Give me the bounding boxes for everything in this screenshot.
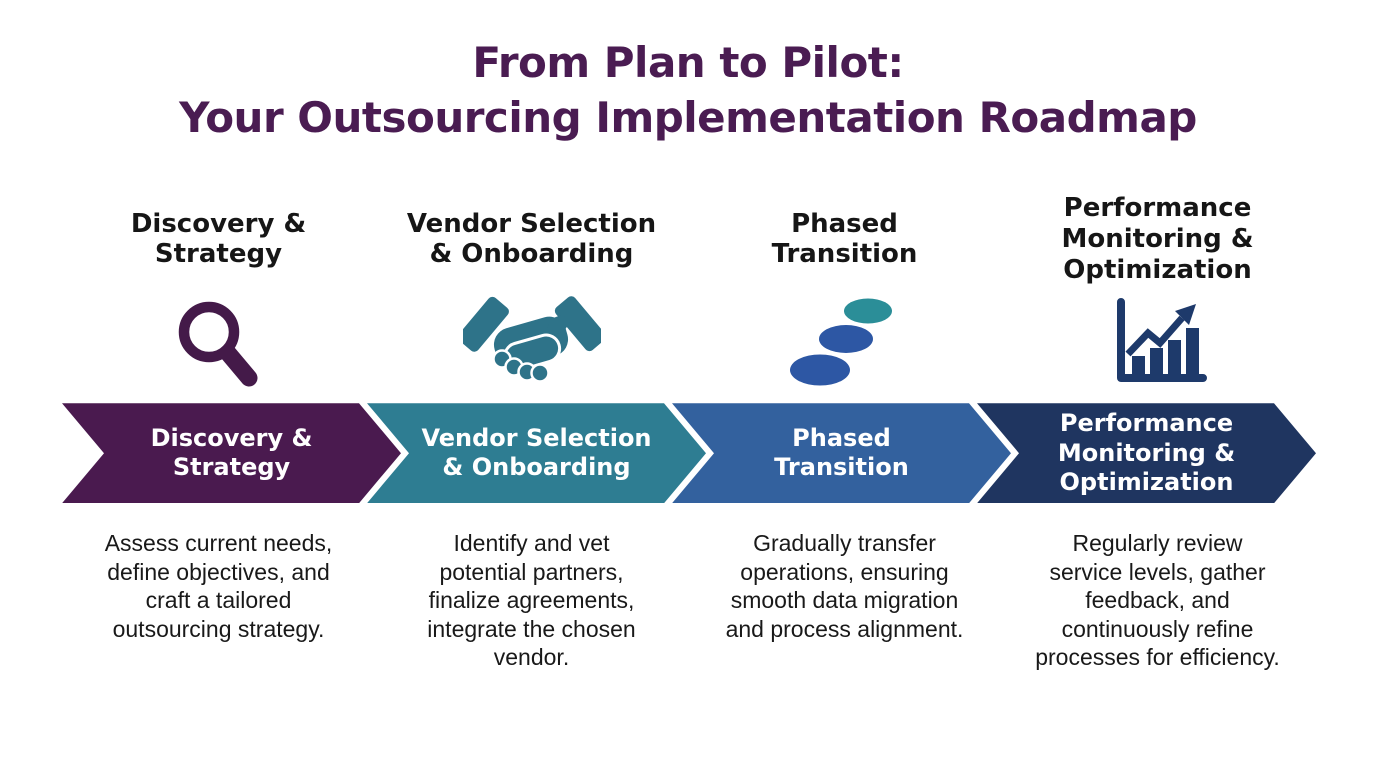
stage-headers-row: Discovery & Strategy Vendor Selection & … bbox=[0, 187, 1376, 291]
step-top bbox=[843, 298, 892, 324]
ascending-steps-icon bbox=[688, 291, 1001, 397]
chevron-label: Discovery & Strategy bbox=[150, 423, 313, 482]
stage-descriptions-row: Assess current needs, define objectives,… bbox=[0, 529, 1376, 672]
description-phased-transition: Gradually transfer operations, ensuring … bbox=[725, 530, 964, 642]
chevron-label: Phased Transition bbox=[774, 423, 909, 482]
description-discovery: Assess current needs, define objectives,… bbox=[104, 530, 333, 642]
chevron-discovery: Discovery & Strategy bbox=[62, 403, 401, 503]
chevron-vendor-selection: Vendor Selection & Onboarding bbox=[367, 403, 706, 503]
chevron-performance: Performance Monitoring & Optimization bbox=[977, 403, 1316, 503]
chevron-phased-transition: Phased Transition bbox=[672, 403, 1011, 503]
step-bottom bbox=[789, 354, 850, 386]
stage-header-phased-transition: Phased Transition bbox=[771, 208, 918, 270]
chevron-label: Vendor Selection & Onboarding bbox=[421, 423, 652, 482]
step-middle bbox=[818, 325, 873, 354]
magnifying-glass-icon bbox=[62, 291, 375, 397]
stage-icons-row bbox=[0, 291, 1376, 397]
growth-chart-icon bbox=[1001, 291, 1314, 397]
stage-header-vendor-selection: Vendor Selection & Onboarding bbox=[406, 208, 657, 270]
page-title: From Plan to Pilot: Your Outsourcing Imp… bbox=[179, 38, 1197, 142]
description-performance: Regularly review service levels, gather … bbox=[1035, 530, 1280, 671]
roadmap-chevron-banner: Discovery & Strategy Vendor Selection & … bbox=[62, 403, 1316, 503]
stage-header-performance: Performance Monitoring & Optimization bbox=[1061, 193, 1254, 285]
description-vendor-selection: Identify and vet potential partners, fin… bbox=[427, 530, 636, 671]
handshake-icon bbox=[375, 291, 688, 397]
chevron-label: Performance Monitoring & Optimization bbox=[1057, 409, 1236, 496]
stage-header-discovery: Discovery & Strategy bbox=[130, 208, 307, 270]
